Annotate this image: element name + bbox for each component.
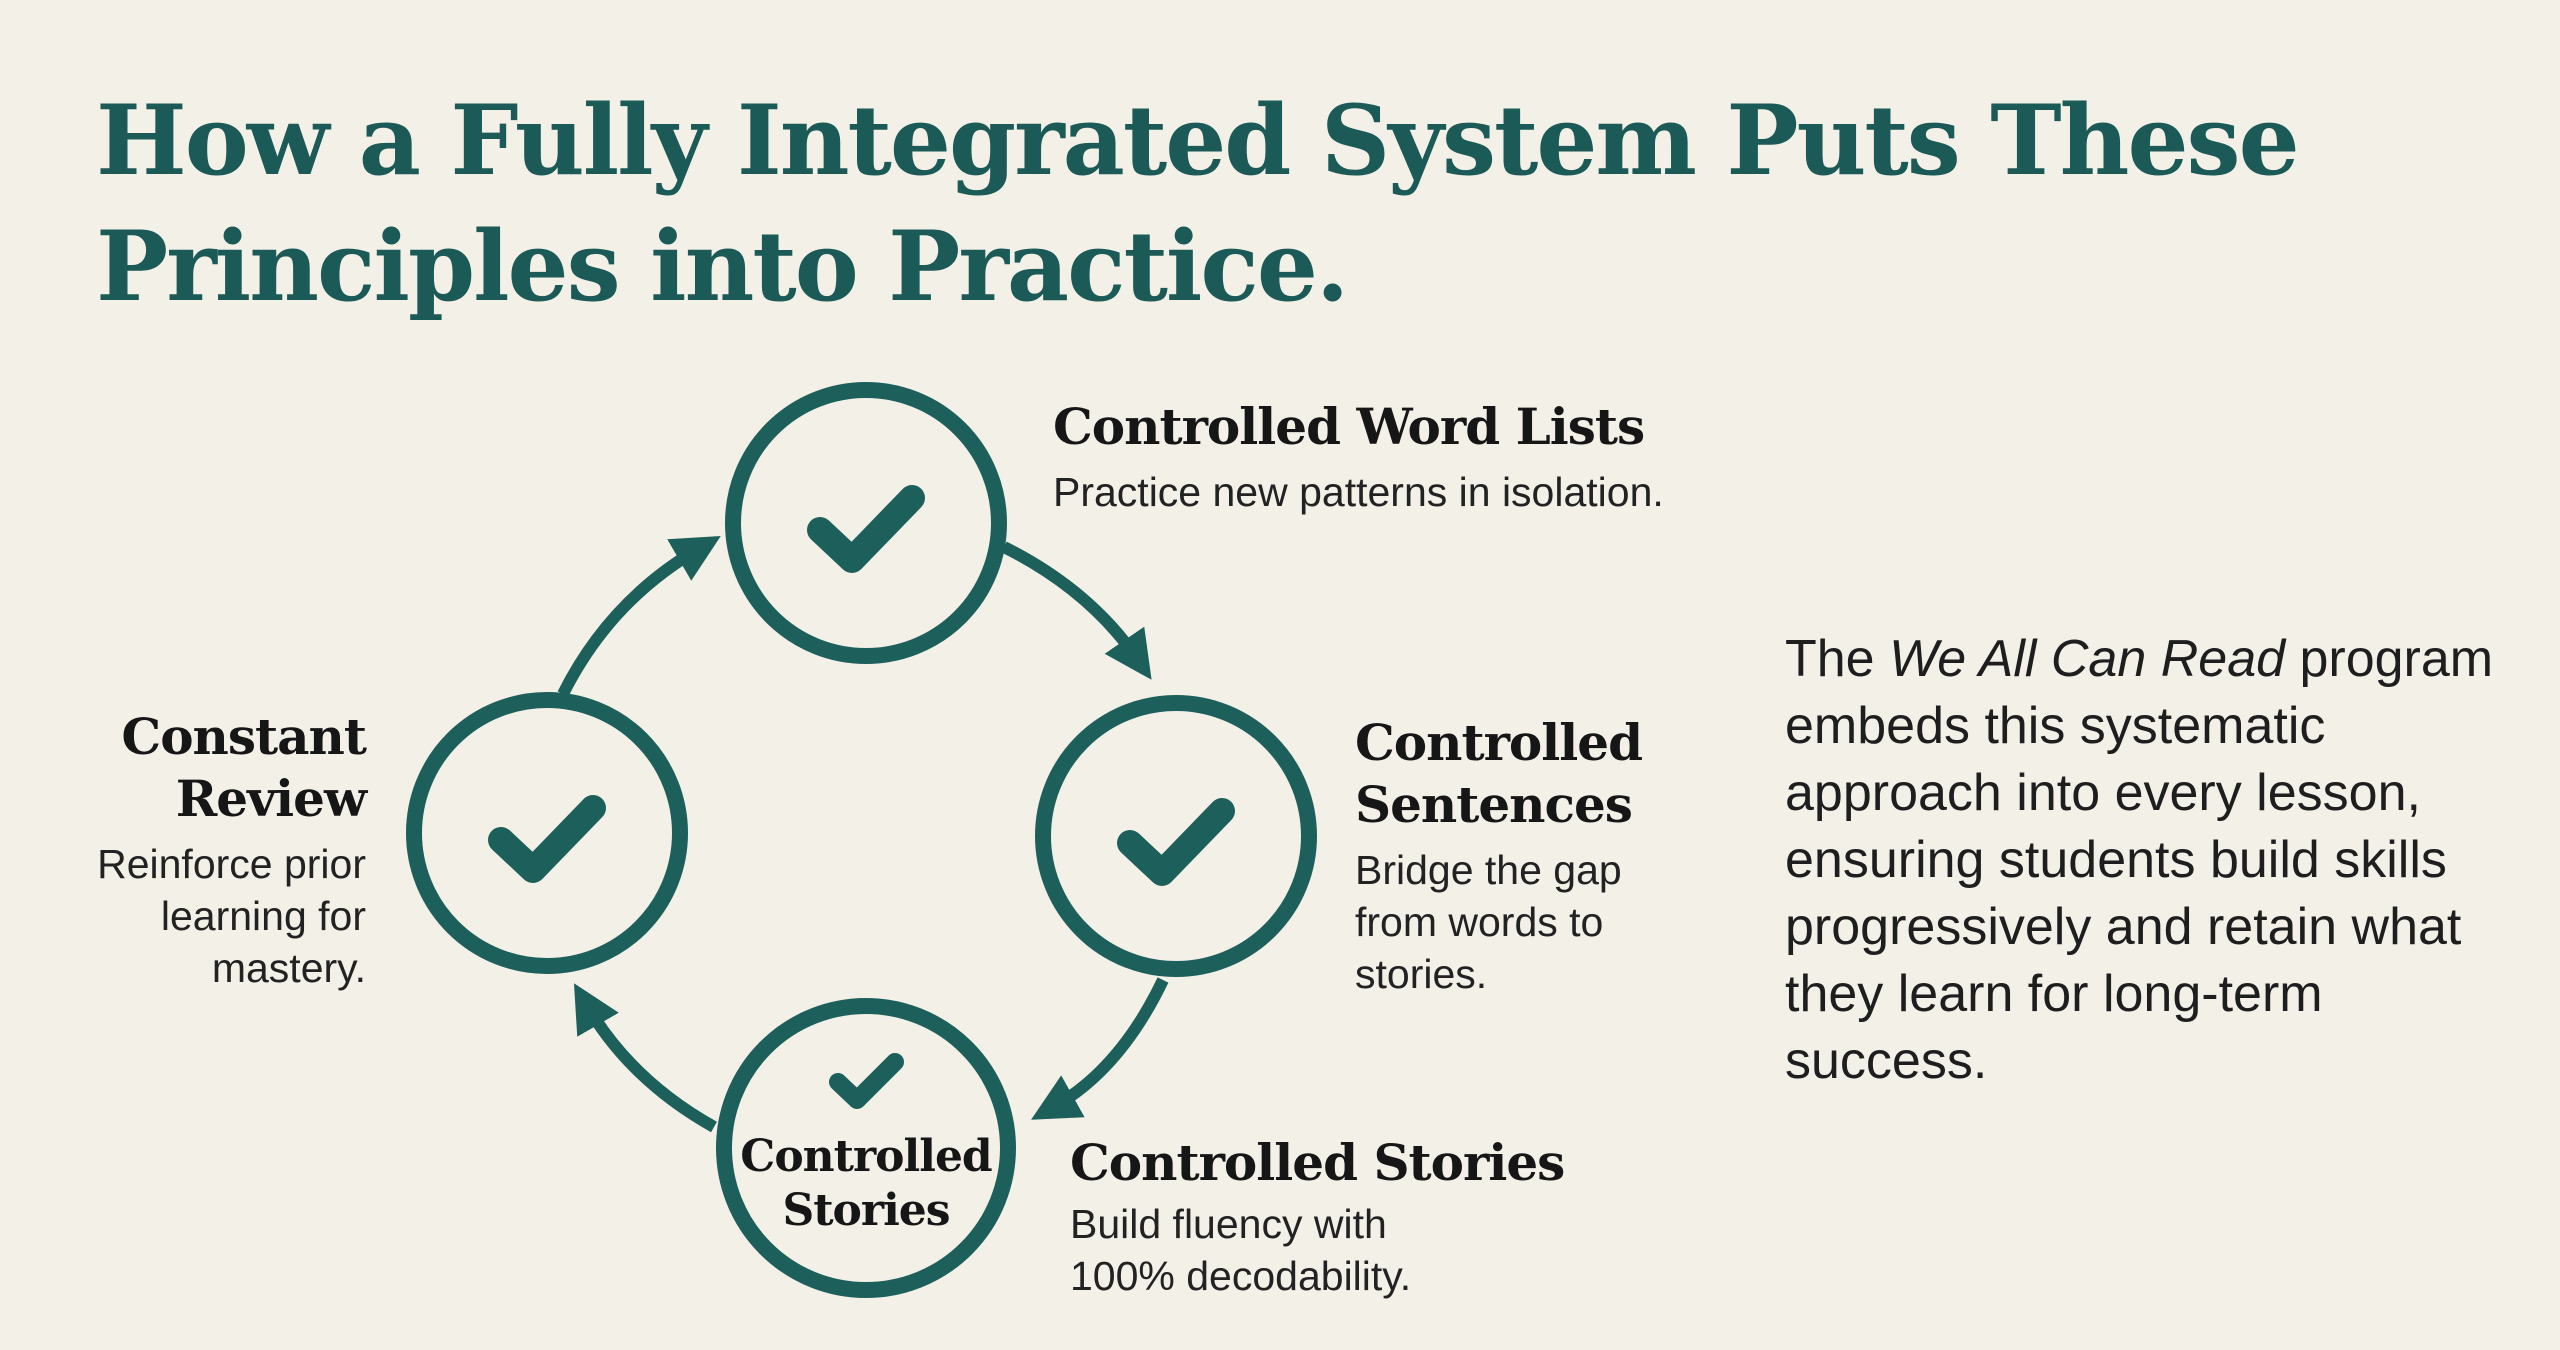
step-title-sentences: Controlled Sentences [1355,712,1643,836]
arrow-sentences-to-stories [1031,977,1169,1120]
step-title-review: Constant Review [121,706,367,830]
desc-line: 100% decodability. [1070,1253,1412,1299]
title-line-1: How a Fully Integrated System Puts These [96,84,2300,197]
para-text: The [1785,630,1890,688]
program-description: The We All Can Read program embeds this … [1785,626,2505,1095]
step-circle-stories [716,998,1016,1298]
desc-line: from words to [1355,899,1604,945]
title-line: Constant [121,707,367,766]
step-desc-review: Reinforce prior learning for mastery. [97,838,366,994]
desc-line: Build fluency with [1070,1201,1387,1247]
check-icon [829,1053,904,1109]
check-icon [488,795,606,883]
step-circle-sentences [1035,695,1317,977]
desc-line: learning for [160,893,366,939]
step-desc-word-lists: Practice new patterns in isolation. [1053,469,1664,515]
title-line: Sentences [1355,775,1633,834]
title-line: Controlled [1355,713,1643,772]
desc-line: stories. [1355,951,1488,997]
arrow-stories-to-review [573,983,717,1133]
arrow-review-to-words [557,535,721,697]
page-title: How a Fully Integrated System Puts These… [96,78,2300,330]
circle-label-line: Controlled [740,1131,992,1182]
title-line: Review [175,769,367,828]
desc-line: mastery. [211,945,366,991]
para-text: program embeds this systematic approach … [1785,630,2494,1090]
circle-label-stories: Controlled Stories [726,1130,1006,1238]
step-desc-sentences: Bridge the gap from words to stories. [1355,844,1622,1000]
step-title-stories: Controlled Stories [1070,1133,1565,1192]
step-desc-stories: Build fluency with 100% decodability. [1070,1198,1411,1302]
program-name: We All Can Read [1889,630,2286,688]
step-title-word-lists: Controlled Word Lists [1053,397,1645,456]
desc-line: Reinforce prior [97,841,366,887]
circle-label-line: Stories [782,1185,950,1236]
title-line-2: Principles into Practice. [96,210,1349,323]
arrow-words-to-sentences [1001,541,1152,680]
check-icon [1117,798,1235,886]
desc-line: Bridge the gap [1355,847,1622,893]
step-circle-word-lists [725,382,1007,664]
step-circle-review [406,692,688,974]
check-icon [807,485,925,573]
